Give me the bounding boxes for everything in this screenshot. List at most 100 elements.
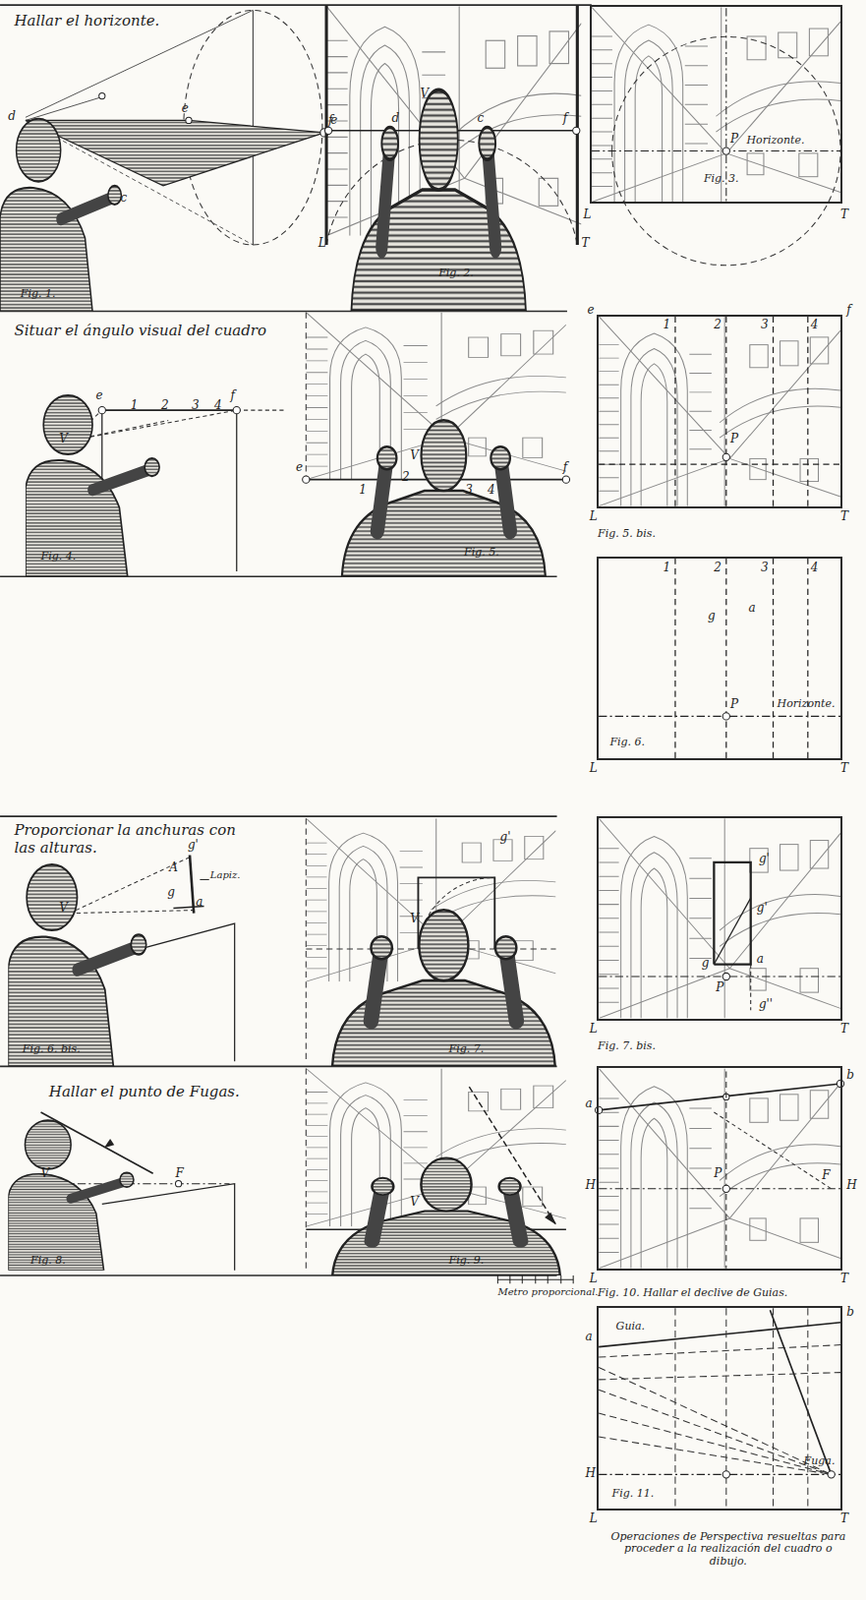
point-letter: 1 [358, 483, 367, 498]
fig4-visual-angle-part [236, 409, 287, 411]
figure-label: Fig. 2. [438, 267, 474, 281]
fig9-view-part [305, 1067, 307, 1270]
figure-label: Fig. 3. [703, 173, 740, 186]
point-letter: g' [758, 852, 770, 866]
point-letter: e [330, 114, 338, 128]
figure-label: Fig. 5. [463, 546, 500, 560]
fig9-view-part [544, 1212, 556, 1224]
scale-bar-part [521, 1274, 523, 1283]
scale-bar [497, 1274, 574, 1283]
figure-label: Fig. 8. [30, 1254, 66, 1268]
point-letter: e [295, 461, 303, 475]
fig6-grid-part-part [598, 715, 841, 717]
section-heading: Situar el ángulo visual del cuadro [14, 322, 268, 340]
fig5bis-view-part [598, 316, 841, 507]
fig4-visual-angle-part [232, 405, 240, 413]
fig5bis-view-part-part [598, 462, 841, 464]
scale-bar-part [509, 1274, 511, 1283]
fig5bis-view-part-part [807, 316, 809, 507]
fig2-view-part [325, 4, 329, 245]
figure-frame: 1234gaPHorizonte.LTFig. 6. [596, 556, 843, 761]
fig11-guides-part-part [598, 1388, 832, 1474]
fig11-guides-part [598, 1307, 841, 1507]
fig6-grid-part-part [725, 558, 727, 758]
point-letter: H [585, 1178, 596, 1193]
fig7-view [305, 817, 556, 1066]
point-letter: a [585, 1329, 593, 1344]
figure-label: Horizonte. [746, 134, 805, 148]
plate-caption: Operaciones de Perspectiva resueltas par… [610, 1530, 848, 1568]
fig4-visual-angle [25, 395, 287, 577]
point-letter: V [420, 87, 430, 102]
fig6-grid-part-part [807, 558, 809, 758]
point-letter: g' [187, 838, 199, 853]
point-letter: H [585, 1466, 596, 1481]
fig6bis-measure-part [102, 923, 235, 1061]
point-letter: T [840, 761, 849, 776]
fig8-vanishing-part [104, 1138, 115, 1148]
scale-bar-part [560, 1274, 562, 1283]
section-heading: Hallar el horizonte. [14, 12, 161, 30]
fig5-view-part [302, 475, 310, 483]
fig8-vanishing-part [102, 1183, 235, 1271]
figure-frame: e1234fPLTFig. 5. bis. [596, 314, 843, 509]
figure-label: Fig. 6. bis. [22, 1042, 81, 1056]
fig7bis-view-part [713, 862, 751, 965]
fig10-view-part [598, 1067, 841, 1268]
fig10-view-part [836, 1079, 844, 1087]
section-rules-part [0, 3, 592, 6]
section-heading: Proporcionar la anchuras con las alturas… [14, 821, 250, 857]
figure-label: Fig. 9. [449, 1254, 485, 1268]
fig10-view-part [598, 1187, 841, 1189]
point-letter: L [589, 761, 598, 776]
point-letter: T [840, 1022, 849, 1037]
point-letter: L [589, 1271, 598, 1286]
figure-label: Fig. 10. Hallar el declive de Guias. [597, 1286, 788, 1300]
point-letter: 4 [214, 399, 223, 413]
figure-label: Fig. 11. [612, 1487, 655, 1501]
fig10-view-part [713, 1111, 831, 1189]
fig5bis-view-part-part [725, 316, 727, 507]
point-letter: 3 [760, 561, 769, 576]
point-letter: c [477, 112, 485, 126]
point-letter: 1 [662, 318, 671, 333]
fig9-view [305, 1067, 567, 1275]
figure-label: Fig. 7. [449, 1042, 485, 1056]
point-letter: P [715, 981, 724, 995]
point-letter: g' [756, 901, 768, 916]
point-letter: b [846, 1305, 855, 1320]
fig2-view-part [573, 126, 580, 134]
fig11-guides-part-part [598, 1366, 832, 1474]
point-letter: 4 [487, 483, 496, 498]
scale-bar-part [573, 1274, 575, 1283]
point-letter: 3 [464, 483, 473, 498]
fig6-grid-part [722, 712, 730, 720]
fig4-visual-angle-part [235, 409, 237, 572]
fig5bis-view-part [598, 316, 841, 507]
fig5bis-view [598, 316, 841, 507]
fig11-guides-part [769, 1309, 831, 1474]
point-letter: e [587, 303, 595, 318]
fig10-view-part [725, 1071, 727, 1269]
fig10-view [594, 1067, 844, 1268]
fig1-horizon-plane-part [0, 118, 121, 312]
point-letter: 2 [402, 470, 410, 485]
figure-frame: abHFHPLTFig. 10. Hallar el declive de Gu… [596, 1065, 843, 1271]
fig7bis-view-part [598, 817, 841, 1018]
fig1-horizon-plane-part [25, 97, 103, 121]
scale-bar-part [497, 1274, 499, 1283]
figure-label: Fig. 4. [41, 550, 77, 564]
fig5bis-view-part [722, 453, 730, 461]
point-letter: e [181, 102, 189, 116]
fig11-guides-part-part [598, 1344, 841, 1357]
point-letter: T [840, 1511, 849, 1526]
fig3-view-part [722, 147, 730, 155]
fig1-horizon-plane-part [185, 116, 192, 123]
fig11-guides-part-part [598, 1412, 832, 1474]
fig8-vanishing [7, 1111, 234, 1271]
figure-label: Fig. 1. [20, 288, 57, 301]
point-letter: F [821, 1168, 830, 1183]
